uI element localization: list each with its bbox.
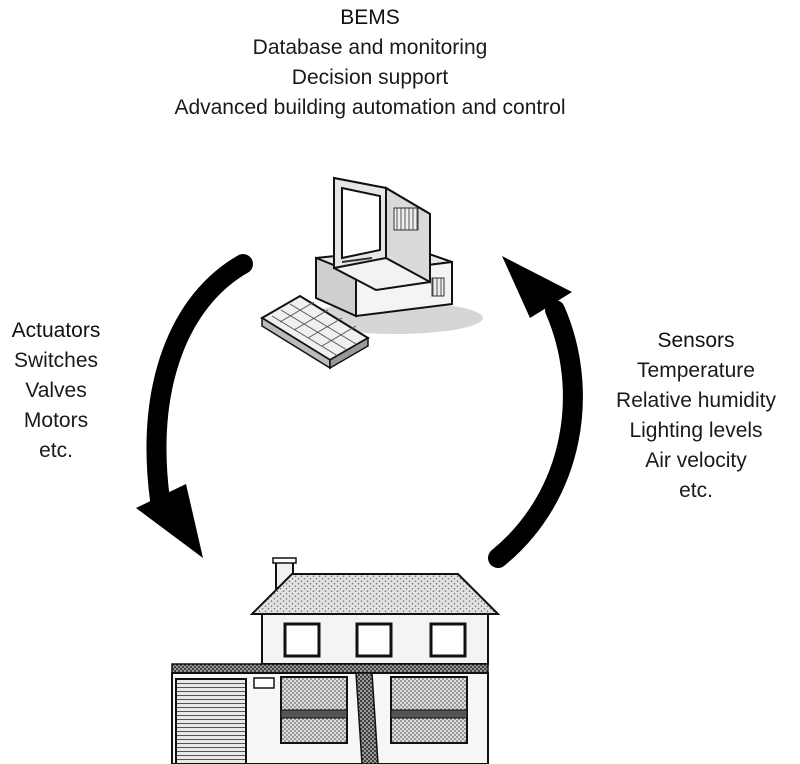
actuators-line-etc: etc. (39, 439, 73, 462)
sensors-line-lighting: Lighting levels (629, 419, 763, 442)
bems-title: BEMS (340, 6, 400, 29)
actuators-title: Actuators (11, 319, 101, 342)
bems-line-automation: Advanced building automation and control (174, 96, 566, 119)
sensors-title: Sensors (657, 329, 735, 352)
sensors-line-humidity: Relative humidity (616, 389, 776, 412)
bems-label-group: BEMS Database and monitoring Decision su… (0, 3, 740, 123)
sensors-line-etc: etc. (679, 479, 713, 502)
sensors-label-group: Sensors Temperature Relative humidity Li… (596, 326, 796, 506)
computer-icon (260, 176, 483, 370)
actuators-label-group: Actuators Switches Valves Motors etc. (0, 316, 112, 466)
sensors-line-air-velocity: Air velocity (645, 449, 747, 472)
keyboard-icon (260, 294, 370, 370)
actuators-line-switches: Switches (13, 349, 99, 372)
cycle-arrow-left-icon (136, 254, 253, 558)
house-icon (171, 557, 501, 764)
bems-line-decision: Decision support (291, 66, 449, 89)
bems-line-database: Database and monitoring (252, 36, 488, 59)
cycle-arrow-right-icon (488, 256, 583, 568)
actuators-line-valves: Valves (25, 379, 87, 402)
sensors-line-temperature: Temperature (637, 359, 755, 382)
actuators-line-motors: Motors (23, 409, 89, 432)
